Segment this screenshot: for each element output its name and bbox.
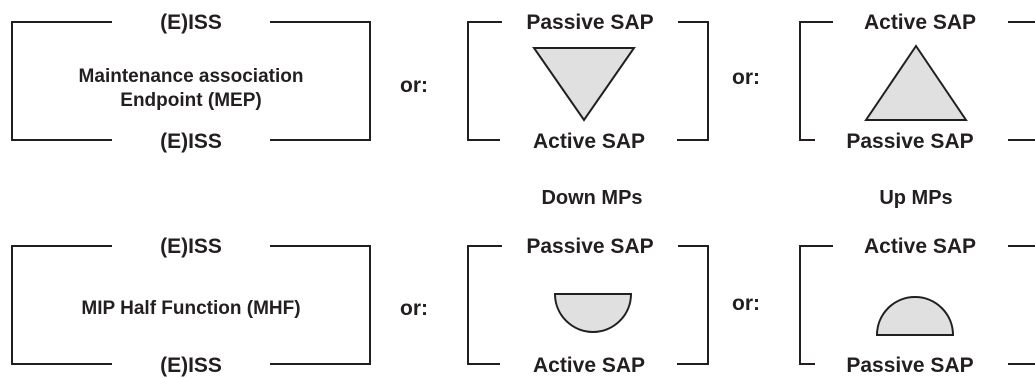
mep-box: (E)ISS Maintenance association Endpoint …: [11, 11, 371, 153]
down-mep-bottom-label: Active SAP: [533, 130, 645, 153]
or-separator-1: or:: [400, 74, 428, 97]
mep-top-label: (E)ISS: [160, 11, 222, 34]
up-mps-caption: Up MPs: [879, 187, 952, 209]
up-mhf-box: Active SAP Passive SAP: [799, 235, 1035, 377]
up-mhf-bottom-label: Passive SAP: [846, 354, 973, 377]
down-mhf-left-frame: [467, 245, 502, 365]
down-mhf-right-frame: [677, 245, 709, 365]
mep-title-line2: Endpoint (MEP): [120, 90, 261, 111]
up-mep-triangle: [864, 44, 968, 121]
up-mep-left-frame: [799, 21, 833, 141]
down-mhf-half-circle: [553, 293, 633, 333]
mep-box-right-frame: [270, 21, 371, 141]
up-mhf-half-circle: [875, 296, 955, 336]
mep-box-left-frame: [11, 21, 112, 141]
mhf-top-label: (E)ISS: [160, 235, 222, 258]
mhf-box: (E)ISS MIP Half Function (MHF) (E)ISS: [11, 235, 371, 377]
or-separator-4: or:: [732, 292, 760, 315]
or-separator-3: or:: [400, 297, 428, 320]
down-mep-left-frame: [467, 21, 502, 141]
mhf-box-right-frame: [270, 245, 371, 365]
down-mep-right-frame: [677, 21, 709, 141]
mhf-bottom-label: (E)ISS: [160, 354, 222, 377]
mhf-box-left-frame: [11, 245, 112, 365]
mep-bottom-label: (E)ISS: [160, 130, 222, 153]
up-mep-box: Active SAP Passive SAP: [799, 11, 1035, 153]
down-mep-top-label: Passive SAP: [526, 11, 653, 34]
up-mep-top-label: Active SAP: [864, 11, 976, 34]
down-mep-triangle: [532, 47, 636, 122]
mhf-title: MIP Half Function (MHF): [81, 298, 300, 319]
mep-title-line1: Maintenance association: [79, 66, 304, 87]
up-mhf-left-frame: [799, 245, 833, 365]
down-mhf-top-label: Passive SAP: [526, 235, 653, 258]
down-mep-box: Passive SAP Active SAP: [467, 11, 709, 153]
down-mps-caption: Down MPs: [541, 187, 642, 209]
down-mhf-box: Passive SAP Active SAP: [467, 235, 709, 377]
up-mhf-top-label: Active SAP: [864, 235, 976, 258]
down-mhf-bottom-label: Active SAP: [533, 354, 645, 377]
or-separator-2: or:: [732, 66, 760, 89]
up-mep-bottom-label: Passive SAP: [846, 130, 973, 153]
